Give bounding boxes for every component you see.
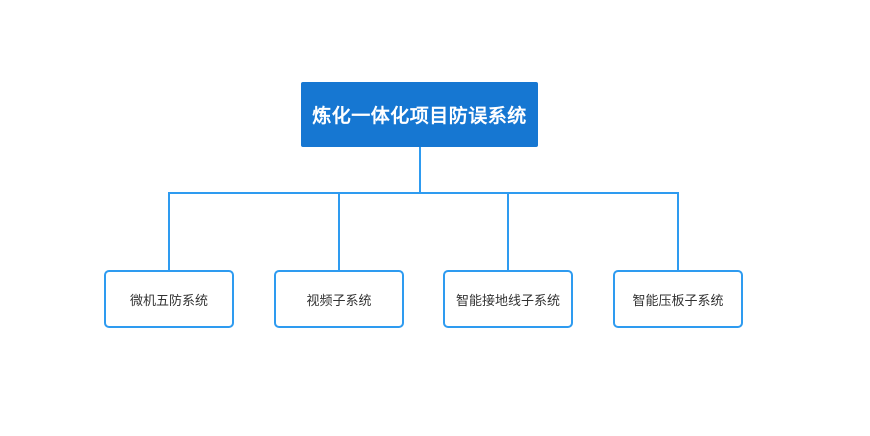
root-node[interactable]: 炼化一体化项目防误系统 (301, 82, 538, 147)
child-node-label: 智能接地线子系统 (455, 292, 560, 308)
child-node-grounding[interactable]: 智能接地线子系统 (443, 270, 573, 328)
child-node-label: 视频子系统 (306, 292, 372, 308)
child-node-pressplate[interactable]: 智能压板子系统 (613, 270, 743, 328)
connector-drop-4 (677, 192, 679, 272)
connector-drop-1 (168, 192, 170, 272)
connector-root-stem (419, 147, 421, 194)
child-node-label: 智能压板子系统 (632, 292, 724, 308)
child-node-label: 微机五防系统 (129, 292, 208, 308)
child-node-video[interactable]: 视频子系统 (274, 270, 404, 328)
child-node-wjwf[interactable]: 微机五防系统 (104, 270, 234, 328)
connector-drop-3 (507, 192, 509, 272)
root-node-label: 炼化一体化项目防误系统 (312, 106, 527, 127)
connector-drop-2 (338, 192, 340, 272)
connector-horizontal-bus (168, 192, 679, 194)
